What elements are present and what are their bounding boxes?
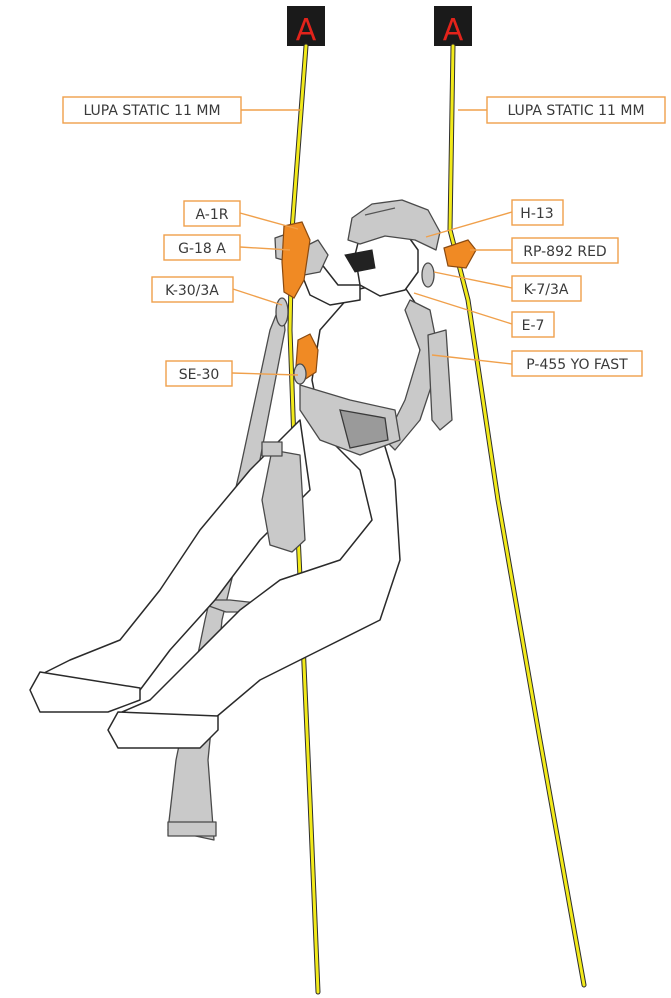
- label-rope-right-text: LUPA STATIC 11 MM: [507, 103, 644, 119]
- label-e7: E-7: [512, 312, 554, 337]
- label-rp892-text: RP-892 RED: [523, 244, 606, 260]
- carabiner-se30-icon: [294, 364, 306, 384]
- label-se30-text: SE-30: [179, 367, 220, 383]
- label-e7-text: E-7: [522, 318, 545, 334]
- anchor-left: A: [287, 6, 325, 48]
- label-g18a: G-18 A: [164, 235, 240, 260]
- carabiner-k7-icon: [422, 263, 434, 287]
- label-h13: H-13: [512, 200, 563, 225]
- label-g18a-text: G-18 A: [178, 241, 226, 257]
- label-rope-right: LUPA STATIC 11 MM: [487, 97, 665, 123]
- label-p455: P-455 YO FAST: [512, 351, 642, 376]
- label-rope-left-text: LUPA STATIC 11 MM: [83, 103, 220, 119]
- anchor-right-letter: A: [443, 13, 464, 48]
- rope-right: [450, 46, 584, 985]
- label-rope-left: LUPA STATIC 11 MM: [63, 97, 241, 123]
- label-rp892: RP-892 RED: [512, 238, 618, 263]
- label-p455-text: P-455 YO FAST: [526, 357, 628, 373]
- anchor-left-letter: A: [296, 13, 317, 48]
- label-se30: SE-30: [166, 361, 232, 386]
- back-up-device-icon: [444, 240, 476, 268]
- label-a1r: A-1R: [184, 201, 240, 226]
- hand-ascender-icon: [282, 222, 310, 298]
- label-a1r-text: A-1R: [196, 207, 229, 223]
- label-k30-text: K-30/3A: [165, 283, 219, 299]
- label-k7-text: K-7/3A: [524, 282, 569, 298]
- climber-figure: [30, 225, 420, 748]
- label-k7: K-7/3A: [512, 276, 581, 301]
- carabiner-k30-icon: [276, 298, 288, 326]
- anchor-right: A: [434, 6, 472, 48]
- label-h13-text: H-13: [520, 206, 553, 222]
- label-k30: K-30/3A: [152, 277, 233, 302]
